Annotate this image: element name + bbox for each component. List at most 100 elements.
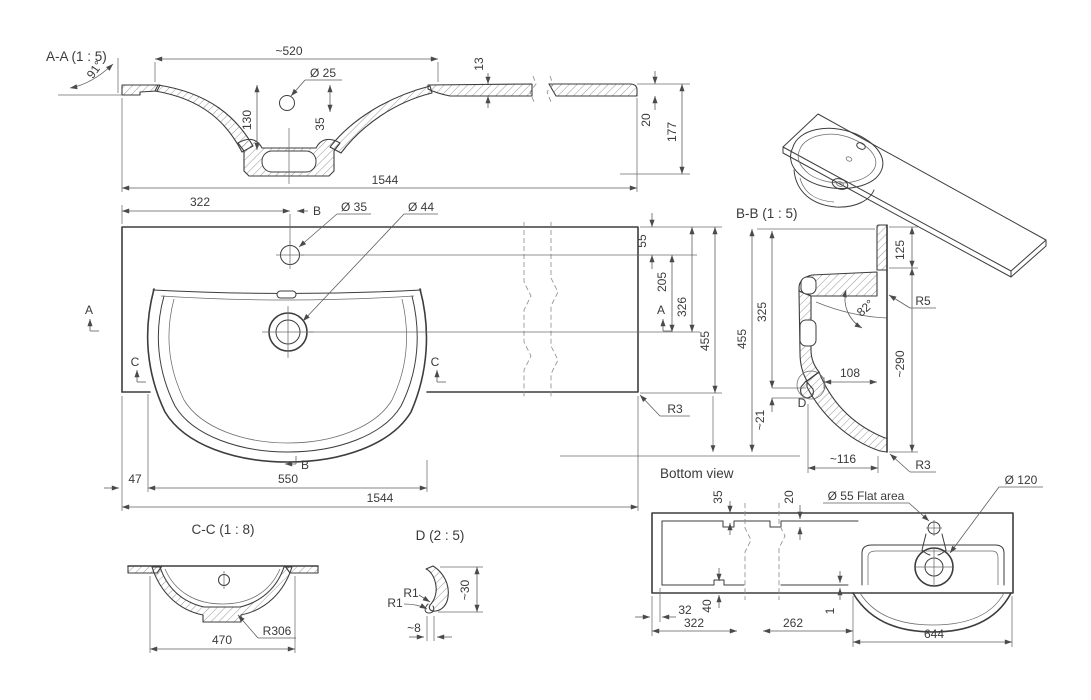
- bottom-bulge-inner: [859, 592, 1005, 626]
- bb-r3-leader: [889, 453, 911, 473]
- bb-bowl-wall: [806, 371, 888, 453]
- bottom-dim-35-label: 35: [711, 490, 725, 504]
- plan-dim-455-label: 455: [698, 331, 712, 351]
- iso-drain: [831, 178, 849, 190]
- aa-break-mark-left: [529, 75, 537, 103]
- bb-r3-label: R3: [915, 458, 931, 472]
- bb-backsplash: [876, 224, 888, 271]
- section-bb-title: B-B (1 : 5): [736, 206, 798, 221]
- bb-dim-325-label: 325: [755, 302, 769, 322]
- bottom-inner-top: [661, 520, 859, 586]
- aa-dim-177-label: 177: [665, 122, 679, 142]
- bb-dim-116-label: ~116: [830, 452, 856, 466]
- detail-d: D (2 : 5) R1 R1 ~30 ~8: [387, 528, 483, 641]
- plan-dim-326-label: 326: [675, 297, 689, 317]
- bottom-break-2: [778, 503, 786, 600]
- iso-view: [782, 113, 1047, 278]
- bottom-dim-40-label: 40: [700, 599, 714, 613]
- bottom-d120-label: Ø 120: [1005, 473, 1038, 487]
- cc-r306-leader: [237, 614, 259, 639]
- aa-dim-35-label: 35: [313, 117, 327, 131]
- bb-bowl-farside: [815, 301, 888, 319]
- bb-dim-21-label: ~21: [753, 409, 767, 430]
- bottom-drain-outer: [914, 547, 954, 587]
- plan-dim-550-label: 550: [278, 472, 298, 486]
- plan-rim-line2: [160, 295, 415, 301]
- iso-basin-bulge: [793, 169, 875, 208]
- section-aa: A-A (1 : 5) 91° ~520 Ø 25 130 35: [46, 44, 690, 192]
- plan-section-b-label-bottom: B: [301, 458, 309, 472]
- bottom-d120-leader: [949, 486, 1000, 554]
- plan-overflow-slot: [276, 290, 297, 299]
- bb-overflow-channel: [799, 319, 817, 347]
- plan-counter-outline: [121, 226, 639, 393]
- bottom-dim-322-label: 322: [684, 616, 704, 630]
- bb-r5-leader: [888, 294, 911, 309]
- bottom-dim-20-label: 20: [782, 490, 796, 504]
- aa-right-bowl-wall: [329, 85, 433, 154]
- cc-bowl-inner: [164, 568, 281, 605]
- d-r1b-label: R1: [387, 596, 403, 610]
- plan-dim-55-label: 55: [635, 234, 649, 248]
- bb-detail-d-label: D: [798, 396, 807, 410]
- aa-dim-13-label: 13: [472, 57, 486, 71]
- d-r1a-leader: [418, 594, 431, 603]
- d-r1b-leader: [403, 603, 428, 610]
- iso-faucet-hole: [856, 142, 866, 150]
- aa-dim-20-label: 20: [639, 113, 653, 127]
- aa-slab-right-of-break: [548, 83, 638, 97]
- aa-overflow-hole: [279, 95, 295, 111]
- plan-dim-47-label: 47: [128, 472, 142, 486]
- plan-dim-322-label: 322: [190, 195, 210, 209]
- plan-dim-1544-label: 1544: [367, 491, 394, 505]
- iso-basin-rim-inner: [797, 133, 877, 184]
- cc-r306-label: R306: [263, 624, 292, 638]
- aa-left-rim: [121, 84, 161, 96]
- section-aa-title: A-A (1 : 5): [46, 49, 107, 64]
- iso-overflow: [845, 156, 853, 162]
- plan-break-line-1: [523, 222, 532, 398]
- aa-d25-leader: [290, 79, 306, 97]
- bb-lip: [800, 380, 814, 399]
- cc-dim-470-label: 470: [212, 633, 232, 647]
- bottom-dim-644-label: 644: [924, 627, 944, 641]
- aa-dim-25-label: Ø 25: [310, 66, 336, 80]
- aa-slab-left-of-break: [427, 83, 533, 97]
- aa-left-bowl-wall: [154, 84, 254, 153]
- section-cc-title: C-C (1 : 8): [191, 522, 254, 537]
- d-r1a-label: R1: [403, 586, 419, 600]
- aa-break-mark-right: [546, 75, 554, 103]
- bb-r5-label: R5: [915, 294, 931, 308]
- iso-basin-bulge2: [799, 177, 835, 203]
- plan-section-b-label-top: B: [313, 204, 321, 218]
- bottom-view-title: Bottom view: [660, 466, 734, 481]
- plan-dim-drain-label: Ø 44: [408, 200, 434, 214]
- bottom-dim-32-label: 32: [678, 603, 692, 617]
- bottom-inner-bottom: [661, 579, 849, 586]
- bottom-bulge-outer: [852, 592, 1012, 633]
- plan-r3-leader: [639, 394, 661, 417]
- iso-basin-rim-outer: [790, 127, 884, 189]
- cc-bowl-band: [151, 566, 293, 623]
- bb-angle-arc: [841, 289, 863, 329]
- plan-r3-label: R3: [667, 402, 683, 416]
- plan-d35-leader: [298, 213, 338, 248]
- bottom-break-1: [744, 503, 752, 600]
- bottom-faucet-boss: [921, 533, 947, 556]
- plan-d44-leader: [302, 213, 405, 322]
- iso-drain-inner: [836, 181, 844, 187]
- plan-section-c-label-left: C: [131, 355, 140, 369]
- bottom-outline: [651, 512, 1014, 594]
- bottom-flat-leader: [908, 502, 930, 522]
- d-dim-8-label: ~8: [407, 621, 421, 635]
- section-bb: B-B (1 : 5) D 82° 455 325 ~21 125 ~290: [735, 206, 936, 473]
- plan-section-a-label-right: A: [657, 303, 665, 317]
- iso-counter-thickness: [782, 146, 1047, 278]
- bottom-basin-rim: [861, 544, 1005, 586]
- bb-bullnose-void: [800, 276, 817, 295]
- section-cc: C-C (1 : 8) R306 470: [127, 522, 319, 653]
- bottom-view: Bottom view Ø 120 Ø 55 Flat area 35 20: [635, 466, 1043, 647]
- bottom-basin-rim-inner: [867, 550, 999, 585]
